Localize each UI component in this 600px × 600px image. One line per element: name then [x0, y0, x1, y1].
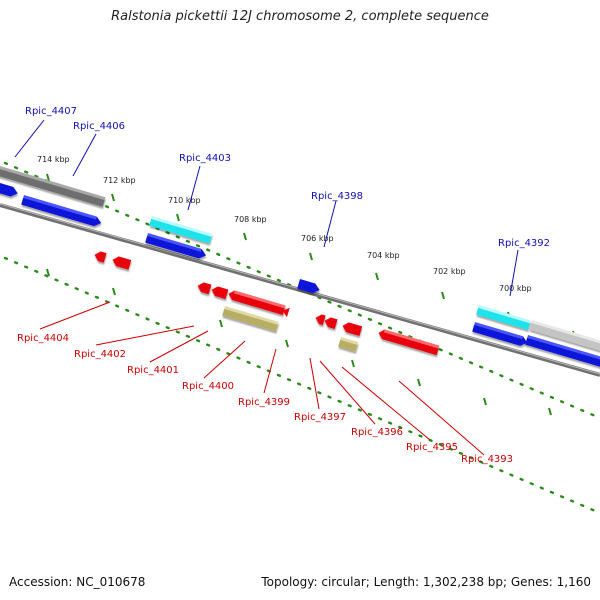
gene-label-rpic-4397[interactable]: Rpic_4397: [294, 412, 346, 423]
kbp-labels: 714 kbp 712 kbp 710 kbp 708 kbp 706 kbp …: [37, 155, 532, 293]
gene-rpic-4403-arrow[interactable]: [145, 233, 207, 260]
leader-line: [72, 133, 97, 177]
reverse-gene-labels: Rpic_4404 Rpic_4402 Rpic_4401 Rpic_4400 …: [17, 333, 513, 465]
leader-line: [323, 200, 337, 248]
leader-line: [187, 165, 201, 211]
gene-small-red-marker[interactable]: [281, 306, 290, 318]
kbp-label: 704 kbp: [367, 251, 400, 260]
gene-rpic-4397-arrow[interactable]: [314, 313, 326, 326]
leader-line: [398, 380, 485, 456]
kbp-label: 714 kbp: [37, 155, 70, 164]
accession-line: Accession: NC_010678: [9, 575, 146, 589]
kbp-label: 706 kbp: [301, 234, 334, 243]
gene-label-rpic-4401[interactable]: Rpic_4401: [127, 365, 179, 376]
leader-line: [203, 340, 246, 379]
sequence-backbone: [0, 203, 600, 377]
kbp-label: 712 kbp: [103, 176, 136, 185]
reverse-label-leaders: [39, 301, 485, 456]
tick-mark: [309, 252, 313, 261]
leader-line: [263, 348, 277, 394]
gene-label-rpic-4402[interactable]: Rpic_4402: [74, 349, 126, 360]
leader-line: [149, 330, 209, 363]
tick-mark: [243, 232, 247, 241]
gene-forward-arrow-right[interactable]: [525, 335, 600, 369]
gene-label-rpic-4395[interactable]: Rpic_4395: [406, 442, 458, 453]
tick-mark: [176, 213, 180, 222]
tick-mark: [548, 407, 552, 416]
leader-line: [39, 301, 111, 330]
gene-label-rpic-4406[interactable]: Rpic_4406: [73, 121, 125, 132]
kbp-label: 700 kbp: [499, 284, 532, 293]
forward-gene-labels: Rpic_4407 Rpic_4406 Rpic_4403 Rpic_4398 …: [25, 106, 550, 249]
tick-mark: [46, 268, 50, 277]
gene-label-rpic-4393[interactable]: Rpic_4393: [461, 454, 513, 465]
gene-rpic-4398-arrow[interactable]: [297, 279, 321, 295]
gene-rpic-4407-block[interactable]: [0, 163, 106, 207]
tick-mark: [111, 193, 115, 202]
tick-mark: [483, 397, 487, 406]
kbp-label: 702 kbp: [433, 267, 466, 276]
gene-rpic-4401-arrow[interactable]: [196, 281, 212, 295]
gene-label-rpic-4396[interactable]: Rpic_4396: [351, 427, 403, 438]
gene-rpic-4404-arrow[interactable]: [93, 250, 107, 263]
kbp-label: 708 kbp: [234, 215, 267, 224]
gene-rpic-4402-arrow[interactable]: [111, 255, 132, 270]
gene-rpic-4406-arrow-left[interactable]: [0, 180, 19, 198]
forward-label-leaders: [14, 119, 519, 297]
gene-rpic-4399-arrow[interactable]: [227, 289, 286, 316]
reverse-strand-genes: [93, 250, 440, 356]
tick-mark: [351, 359, 355, 368]
gene-label-rpic-4392[interactable]: Rpic_4392: [498, 238, 550, 249]
map-title: Ralstonia pickettii 12J chromosome 2, co…: [111, 9, 489, 24]
forward-strand-genes: [0, 163, 600, 369]
gene-label-rpic-4399[interactable]: Rpic_4399: [238, 397, 290, 408]
tick-mark: [112, 287, 116, 296]
tick-mark: [375, 272, 379, 281]
gene-rpic-4392-arrow[interactable]: [472, 322, 529, 347]
leader-line: [319, 360, 376, 425]
topology-line: Topology: circular; Length: 1,302,238 bp…: [261, 575, 591, 589]
leader-line: [341, 366, 431, 441]
tick-mark: [285, 339, 289, 348]
gene-label-rpic-4400[interactable]: Rpic_4400: [182, 381, 234, 392]
gene-rpic-4403-block[interactable]: [149, 216, 213, 244]
gene-label-rpic-4407[interactable]: Rpic_4407: [25, 106, 77, 117]
gene-rpic-4400-arrow[interactable]: [210, 285, 229, 300]
leader-line: [14, 119, 45, 158]
tick-mark: [417, 378, 421, 387]
gene-label-rpic-4404[interactable]: Rpic_4404: [17, 333, 69, 344]
forward-dotted-track: [3, 161, 600, 420]
gene-rpic-4396-pseudo[interactable]: [338, 337, 359, 352]
gene-label-rpic-4403[interactable]: Rpic_4403: [179, 153, 231, 164]
gene-label-rpic-4398[interactable]: Rpic_4398: [311, 191, 363, 202]
leader-line: [309, 357, 320, 410]
tick-mark: [441, 291, 445, 300]
reverse-dotted-track: [3, 256, 600, 515]
gene-rpic-4392-block[interactable]: [476, 305, 531, 330]
kbp-label: 710 kbp: [168, 196, 201, 205]
gene-rpic-4406-arrow[interactable]: [21, 195, 102, 228]
tick-mark: [46, 173, 50, 182]
leader-line: [509, 249, 519, 297]
gene-rpic-4395-arrow[interactable]: [341, 321, 363, 336]
tick-mark: [219, 319, 223, 328]
gene-rpic-4400-pseudo[interactable]: [222, 306, 279, 332]
gene-grey-block-right[interactable]: [529, 320, 600, 353]
gene-rpic-4393-arrow[interactable]: [377, 328, 440, 356]
leader-line: [95, 325, 195, 346]
gene-rpic-4396-arrow[interactable]: [323, 316, 338, 329]
